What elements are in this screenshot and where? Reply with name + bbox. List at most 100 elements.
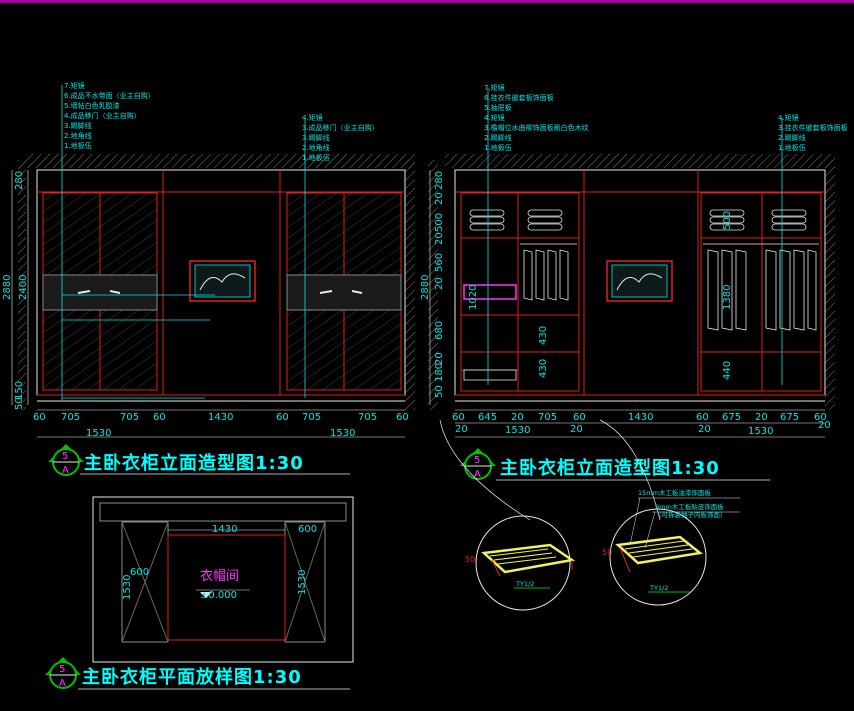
svg-text:TY1/2: TY1/2 bbox=[515, 580, 534, 588]
dim-b8: 705 bbox=[358, 412, 377, 423]
svg-text:1.地板伍: 1.地板伍 bbox=[778, 143, 806, 152]
svg-text:A: A bbox=[59, 678, 66, 689]
section-mark-1: 5 A bbox=[48, 444, 84, 476]
svg-text:1020: 1020 bbox=[468, 285, 479, 310]
svg-text:4.矩镜: 4.矩镜 bbox=[484, 113, 505, 122]
title-right-elevation: 主卧衣柜立面造型图1:30 bbox=[500, 457, 720, 479]
svg-text:4.矩镜: 4.矩镜 bbox=[778, 113, 799, 122]
dim-280: 280 bbox=[14, 171, 25, 190]
svg-text:20: 20 bbox=[434, 232, 445, 245]
svg-text:20: 20 bbox=[698, 424, 711, 435]
svg-text:2880: 2880 bbox=[420, 275, 431, 300]
svg-text:5.抽屉板: 5.抽屉板 bbox=[484, 103, 512, 112]
svg-text:5: 5 bbox=[474, 455, 480, 466]
svg-text:50: 50 bbox=[465, 555, 475, 564]
plan-dim-600-top: 600 bbox=[298, 524, 317, 535]
inner-dims-left: 20 500 20 560 20 680 20 180 50 1020 bbox=[434, 192, 479, 398]
svg-text:20: 20 bbox=[818, 420, 831, 431]
note-5: 3.踢脚线 bbox=[64, 121, 92, 130]
svg-text:20: 20 bbox=[434, 352, 445, 365]
dim-b6: 60 bbox=[276, 412, 289, 423]
dim-total-2: 1530 bbox=[330, 428, 355, 439]
note-s4: 2.地角线 bbox=[302, 143, 330, 152]
svg-text:430: 430 bbox=[538, 359, 549, 378]
section-mark-2: 5 A bbox=[460, 448, 496, 480]
svg-text:6.挂衣件嵌套板饰面板: 6.挂衣件嵌套板饰面板 bbox=[484, 93, 554, 102]
svg-text:5: 5 bbox=[59, 664, 65, 675]
dim-b7: 705 bbox=[302, 412, 321, 423]
svg-text:1530: 1530 bbox=[122, 575, 133, 600]
svg-text:1530: 1530 bbox=[505, 425, 530, 436]
dim-50: 50 bbox=[14, 397, 25, 410]
svg-text:60: 60 bbox=[573, 412, 586, 423]
plan-dim-1430: 1430 bbox=[212, 524, 237, 535]
svg-text:60: 60 bbox=[452, 412, 465, 423]
detail-drawer-a: 50 TY1/2 bbox=[465, 515, 576, 611]
svg-text:180: 180 bbox=[434, 363, 445, 382]
dim-2880: 2880 bbox=[2, 275, 13, 300]
note-1: 7.矩镜 bbox=[64, 81, 85, 90]
svg-text:1530: 1530 bbox=[748, 426, 773, 437]
svg-text:2.踢脚线: 2.踢脚线 bbox=[778, 133, 806, 142]
svg-text:500: 500 bbox=[722, 211, 733, 230]
top-border bbox=[0, 0, 854, 3]
dim-b1: 60 bbox=[33, 412, 46, 423]
note-s2: 3.成品移门（业主自购） bbox=[302, 123, 379, 132]
inner-dims-right: 500 1380 440 bbox=[722, 211, 733, 380]
detail-drawer-b: 50 TY1/2 15mm木工板油漆饰面板 9mm木工板贴皮饰面板 （可拆装抽子… bbox=[602, 488, 740, 606]
svg-text:60: 60 bbox=[696, 412, 709, 423]
section-mark-3: 5 A bbox=[45, 657, 81, 689]
plan-view: 1430 600 600 1530 1530 衣帽间 ±0.000 5 A 主卧… bbox=[45, 496, 354, 690]
note-9mm: 9mm木工板贴皮饰面板 bbox=[655, 502, 724, 511]
level-mark: ±0.000 bbox=[200, 590, 237, 601]
svg-text:A: A bbox=[474, 469, 481, 480]
svg-text:7.矩镜: 7.矩镜 bbox=[484, 83, 505, 92]
svg-text:5: 5 bbox=[62, 451, 68, 462]
svg-text:1430: 1430 bbox=[628, 412, 653, 423]
dim-b4: 60 bbox=[153, 412, 166, 423]
svg-text:A: A bbox=[62, 465, 69, 476]
svg-text:20: 20 bbox=[455, 424, 468, 435]
title-left-elevation: 主卧衣柜立面造型图1:30 bbox=[84, 452, 304, 474]
ceiling-hatch-r bbox=[445, 154, 835, 168]
notes-right-small: 4.矩镜 3.挂衣件嵌套板饰面板 2.踢脚线 1.地板伍 bbox=[778, 113, 848, 152]
notes-left-main: 7.矩镜 6.成品不水带面（业主自购） 5.墙帖白色乳胶漆 4.成品移门（业主自… bbox=[64, 81, 155, 150]
svg-text:705: 705 bbox=[538, 412, 557, 423]
svg-text:500: 500 bbox=[434, 213, 445, 232]
note-s5: 1.地板伍 bbox=[302, 153, 330, 162]
left-wall-hatch bbox=[18, 160, 26, 410]
inner-dims-mid: 430 430 bbox=[538, 326, 549, 378]
note-4: 4.成品移门（业主自购） bbox=[64, 111, 141, 120]
svg-text:675: 675 bbox=[722, 412, 741, 423]
svg-text:TY1/2: TY1/2 bbox=[649, 584, 668, 592]
note-6: 2.地角线 bbox=[64, 131, 92, 140]
right-elevation: 7.矩镜 6.挂衣件嵌套板饰面板 5.抽屉板 4.矩镜 3.檐帽位水曲柳饰面板刷… bbox=[420, 83, 848, 521]
note-s3: 3.踢脚线 bbox=[302, 133, 330, 142]
room-label: 衣帽间 bbox=[200, 568, 239, 584]
svg-text:675: 675 bbox=[780, 412, 799, 423]
svg-text:20: 20 bbox=[511, 412, 524, 423]
svg-text:3.挂衣件嵌套板饰面板: 3.挂衣件嵌套板饰面板 bbox=[778, 123, 848, 132]
svg-text:1380: 1380 bbox=[722, 285, 733, 310]
dim-150: 150 bbox=[14, 381, 25, 400]
note-7: 1.地板伍 bbox=[64, 141, 92, 150]
svg-text:20: 20 bbox=[755, 412, 768, 423]
note-removable: （可拆装抽子内板饰面） bbox=[655, 510, 727, 519]
title-plan: 主卧衣柜平面放样图1:30 bbox=[82, 666, 302, 688]
svg-text:50: 50 bbox=[434, 385, 445, 398]
dim-b5: 1430 bbox=[208, 412, 233, 423]
notes-left-small: 4.矩镜 3.成品移门（业主自购） 3.踢脚线 2.地角线 1.地板伍 bbox=[302, 113, 379, 162]
svg-text:680: 680 bbox=[434, 321, 445, 340]
left-elevation: 7.矩镜 6.成品不水带面（业主自购） 5.墙帖白色乳胶漆 4.成品移门（业主自… bbox=[2, 81, 415, 476]
right-wall-hatch bbox=[405, 160, 415, 410]
dim-b9: 60 bbox=[396, 412, 409, 423]
svg-text:2.踢脚线: 2.踢脚线 bbox=[484, 133, 512, 142]
svg-text:1530: 1530 bbox=[297, 570, 308, 595]
dim-b2: 705 bbox=[61, 412, 80, 423]
svg-text:20: 20 bbox=[434, 277, 445, 290]
svg-text:50: 50 bbox=[602, 548, 612, 557]
dim-total-1: 1530 bbox=[86, 428, 111, 439]
dim-b3: 705 bbox=[120, 412, 139, 423]
svg-text:3.檐帽位水曲柳饰面板刷白色木纹: 3.檐帽位水曲柳饰面板刷白色木纹 bbox=[484, 123, 589, 132]
